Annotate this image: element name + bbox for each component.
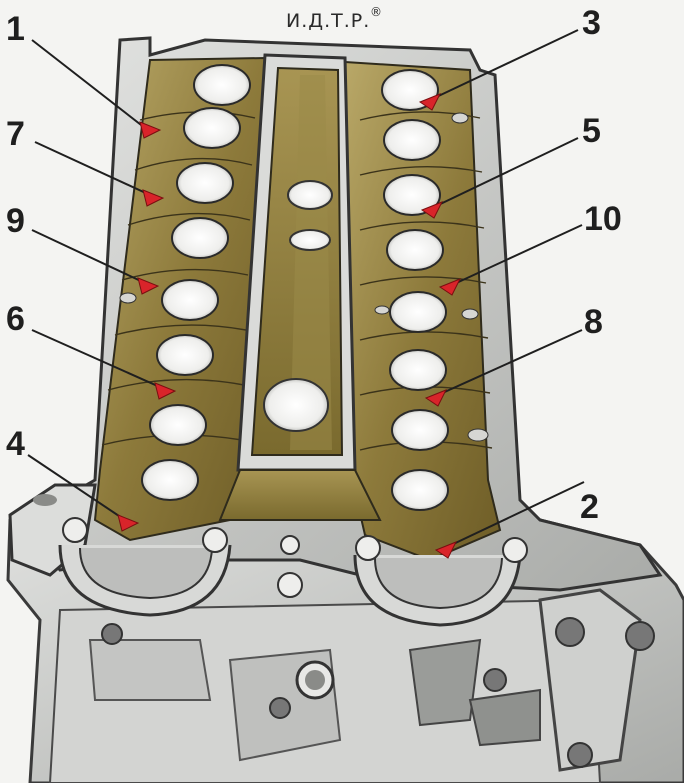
marker-4-icon [117, 514, 140, 532]
camshaft-saddles [58, 517, 528, 627]
marker-7-icon [142, 189, 165, 207]
callout-9: 9 [6, 202, 25, 240]
callout-5: 5 [582, 112, 601, 150]
marker-2-icon [434, 541, 458, 559]
callout-4: 4 [6, 425, 25, 463]
marker-1-icon [139, 121, 162, 139]
left-ports [119, 64, 251, 501]
marker-6-icon [154, 382, 177, 400]
callout-7: 7 [6, 115, 25, 153]
marker-10-icon [438, 278, 462, 296]
callout-1: 1 [6, 10, 25, 48]
marker-5-icon [420, 201, 444, 219]
callout-6: 6 [6, 300, 25, 338]
callout-3: 3 [582, 4, 601, 42]
marker-3-icon [418, 93, 442, 111]
watermark-registered-mark: ® [370, 5, 383, 19]
callout-labels: 1 2 3 4 5 6 7 8 9 10 [6, 4, 622, 526]
watermark-text: И.Д.Т.Р. [286, 10, 370, 32]
callout-8: 8 [584, 303, 603, 341]
callout-leaders [27, 29, 585, 548]
right-ports [374, 69, 489, 511]
marker-9-icon [137, 277, 160, 295]
central-valley [218, 53, 382, 521]
callout-10: 10 [584, 200, 622, 238]
marker-8-icon [424, 389, 448, 407]
callout-2: 2 [580, 488, 599, 526]
marker-triangles [117, 93, 462, 559]
